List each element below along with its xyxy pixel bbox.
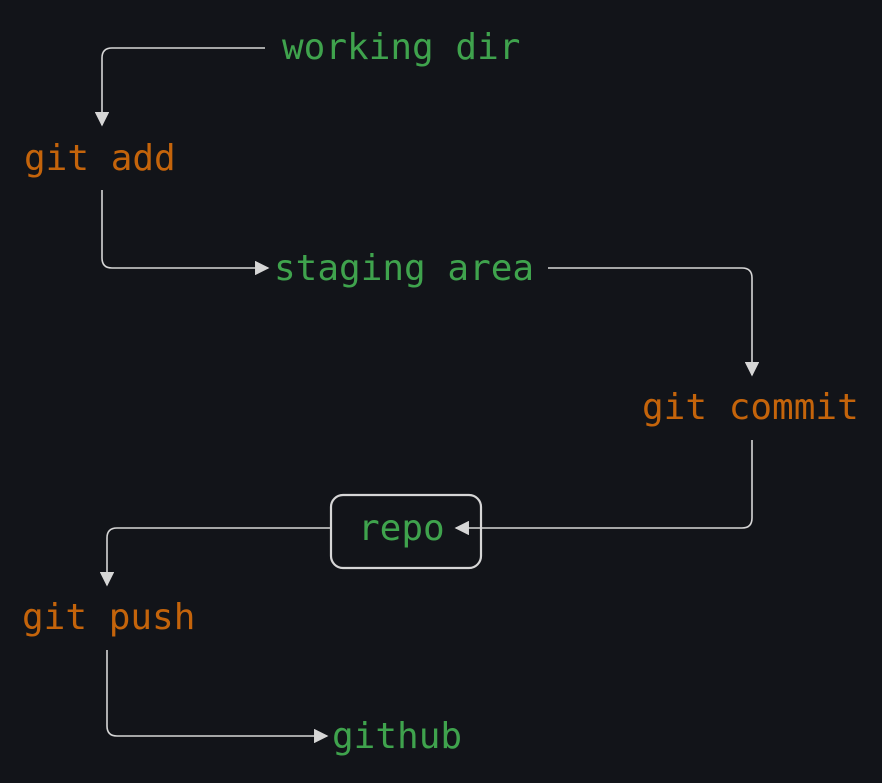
edge-working-dir-to-git-add — [94, 47, 265, 127]
node-repo: repo — [358, 508, 445, 549]
edge-git-push-to-github — [106, 650, 329, 744]
edge-repo-to-git-push — [99, 527, 331, 587]
node-git-push: git push — [22, 597, 196, 638]
node-github: github — [332, 716, 463, 757]
node-git-add: git add — [24, 138, 176, 179]
edge-staging-area-to-git-commit — [548, 267, 760, 377]
edge-git-add-to-staging-area — [101, 190, 270, 276]
edge-git-commit-to-repo — [454, 440, 753, 536]
node-git-commit: git commit — [642, 387, 859, 428]
repo-box — [329, 493, 483, 570]
node-staging-area: staging area — [274, 248, 535, 289]
node-working-dir: working dir — [282, 27, 521, 68]
